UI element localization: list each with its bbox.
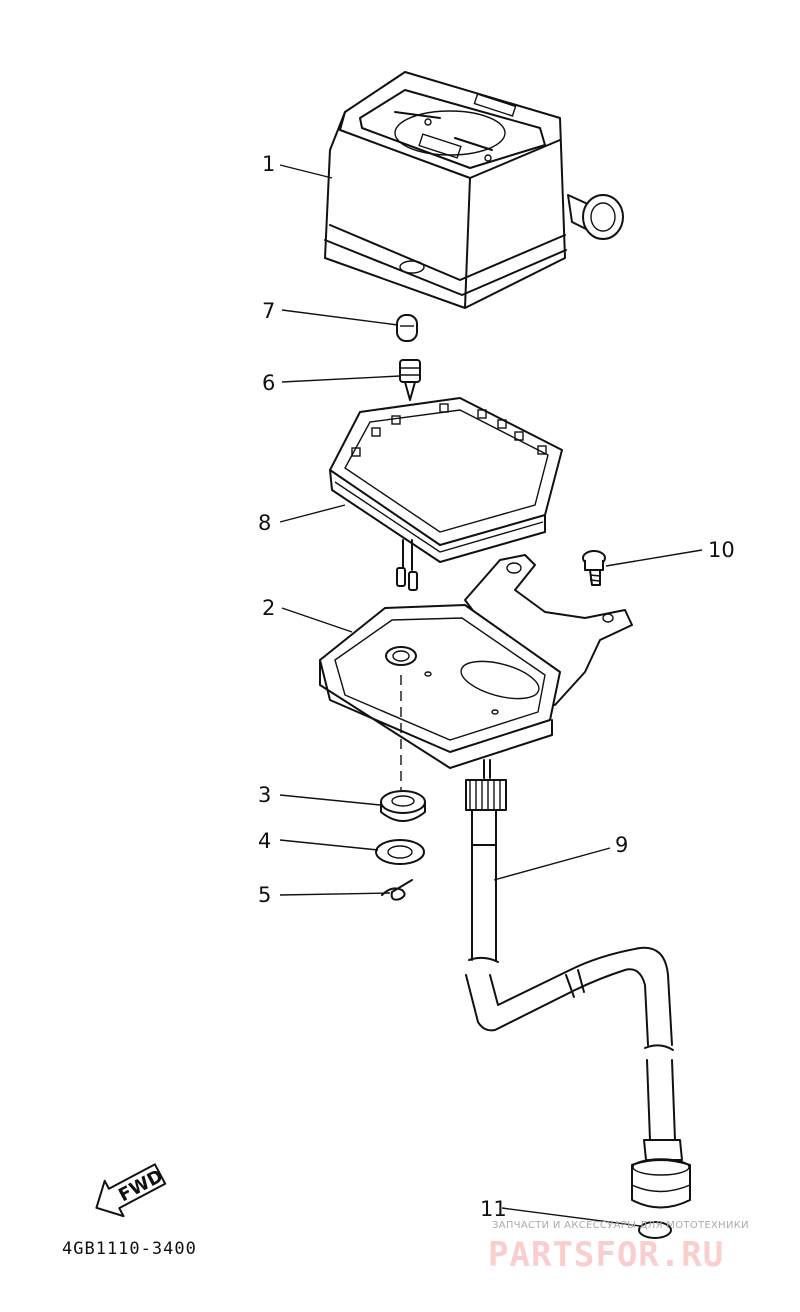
part-2-bracket	[319, 554, 633, 790]
fwd-arrow-icon: FWD	[95, 1163, 167, 1218]
part-5-clip	[381, 879, 413, 901]
diagram-code: 4GB1110-3400	[62, 1239, 197, 1259]
callout-7: 7	[262, 299, 275, 323]
part-9-cable	[465, 759, 691, 1209]
callout-5: 5	[258, 883, 271, 907]
part-11-oring	[638, 1221, 672, 1239]
callout-8: 8	[258, 511, 271, 535]
callout-10: 10	[708, 538, 735, 562]
callout-6: 6	[262, 371, 275, 395]
callout-labels: 1 2 3 4 5 6 7 8 9 10 11	[258, 152, 735, 1221]
part-8-cushion	[329, 397, 563, 591]
callout-11: 11	[480, 1197, 507, 1221]
part-3-grommet	[380, 790, 426, 822]
watermark: ЗАПЧАСТИ И АКСЕССУАРЫ ДЛЯ МОТОТЕХНИКИ PA…	[488, 1220, 749, 1275]
part-7-bulb	[396, 314, 418, 342]
callout-3: 3	[258, 783, 271, 807]
watermark-tagline: ЗАПЧАСТИ И АКСЕССУАРЫ ДЛЯ МОТОТЕХНИКИ	[492, 1220, 749, 1231]
part-10-bolt	[582, 550, 606, 586]
callout-9: 9	[615, 833, 628, 857]
callout-2: 2	[262, 596, 275, 620]
callout-1: 1	[262, 152, 275, 176]
leader-lines	[279, 164, 703, 1227]
part-4-washer	[375, 839, 425, 865]
part-1-speedometer	[324, 71, 624, 309]
watermark-brand: PARTSFOR.RU	[488, 1235, 724, 1275]
callout-4: 4	[258, 829, 271, 853]
